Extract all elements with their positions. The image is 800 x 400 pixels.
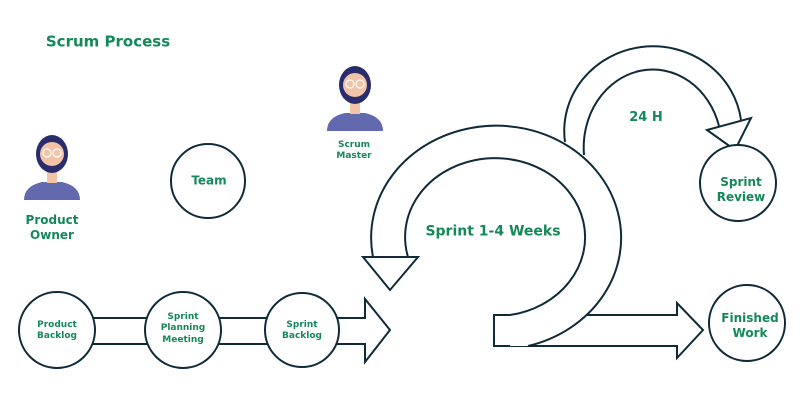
sprint-backlog-node: [264, 292, 340, 368]
sprint-duration-label: Sprint 1-4 Weeks: [425, 223, 561, 240]
sprint-planning-node: [144, 291, 222, 369]
daily-loop-arrow: [563, 45, 742, 143]
sprint-backlog-label: Sprint Backlog: [282, 319, 322, 341]
sprint-loop-arrowhead: [360, 256, 421, 292]
product-backlog-node: [18, 291, 96, 369]
finished-work-node: [708, 284, 786, 362]
product-backlog-label: Product Backlog: [37, 319, 77, 341]
sprint-review-label: Sprint Review: [716, 175, 766, 204]
finished-work-label: Finished Work: [721, 311, 779, 340]
team-node: [170, 143, 246, 219]
backlog-flow-arrow: [56, 296, 392, 365]
scrum-master-label: Scrum Master: [336, 139, 372, 161]
product-owner-avatar-icon: [24, 135, 80, 200]
page-title: Scrum Process: [45, 32, 171, 51]
scrum-master-avatar-icon: [327, 66, 383, 131]
sprint-review-node: [699, 144, 777, 222]
daily-cycle-label: 24 H: [629, 109, 663, 125]
team-label: Team: [191, 173, 227, 188]
product-owner-label: Product Owner: [25, 213, 79, 242]
daily-loop-arrowhead: [704, 116, 753, 152]
sprint-planning-label: Sprint Planning Meeting: [160, 312, 206, 345]
